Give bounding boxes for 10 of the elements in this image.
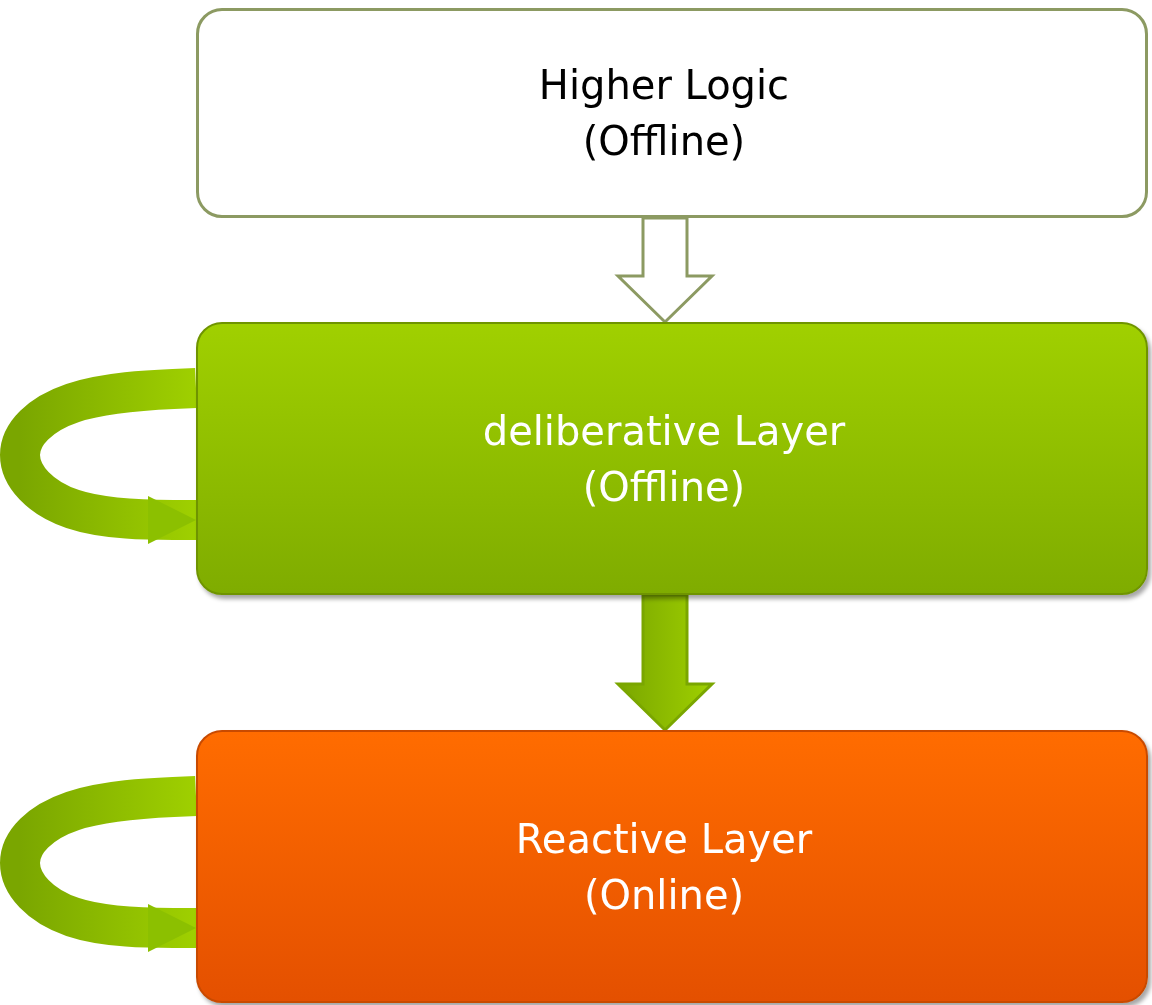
layer-box — [196, 730, 1148, 1003]
loop-arrow — [0, 776, 197, 952]
loop-arrow — [0, 368, 197, 544]
block-arrow — [614, 216, 716, 325]
node-label: Higher Logic (Offline) — [537, 61, 791, 166]
layer-box — [196, 322, 1148, 595]
block-arrow — [614, 593, 716, 733]
process-box — [196, 8, 1148, 218]
node-label: deliberative Layer (Offline) — [481, 406, 847, 512]
node-label: Reactive Layer (Online) — [514, 814, 814, 920]
